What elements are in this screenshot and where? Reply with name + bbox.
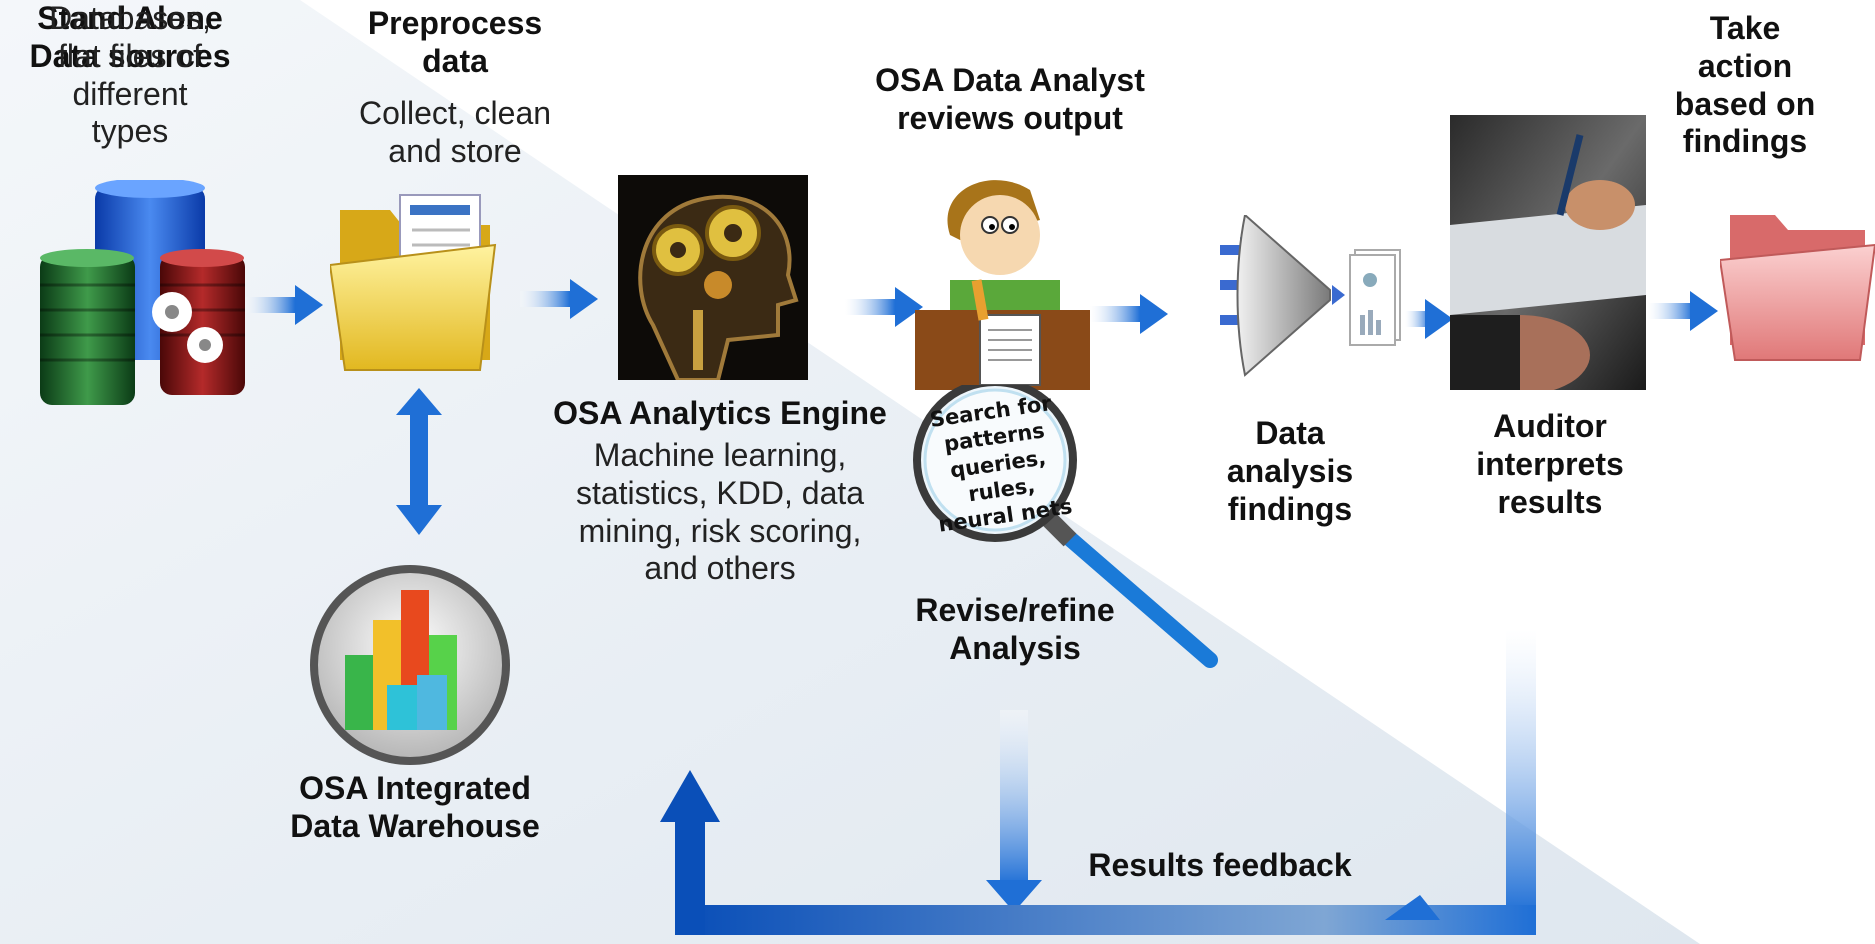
arrow-analyst-to-findings: [1090, 294, 1168, 334]
database-stack-icon: [40, 180, 245, 405]
data-warehouse-icon: [310, 565, 510, 765]
auditor-photo-icon: [1450, 115, 1646, 390]
findings-funnel-icon: [1220, 215, 1401, 377]
arrow-preprocess-warehouse-bidirectional: [396, 388, 442, 535]
arrow-preprocess-to-engine: [520, 279, 598, 319]
engine-title: OSA Analytics Engine: [553, 395, 887, 431]
magnifier-icon: [913, 385, 1218, 668]
pink-folder-icon: [1720, 215, 1875, 361]
arrow-sources-to-preprocess: [245, 285, 323, 325]
arrow-findings-to-auditor: [1405, 299, 1453, 339]
arrow-engine-to-analyst: [845, 287, 923, 327]
folder-icon: [330, 194, 497, 371]
feedback-label: Results feedback: [1088, 847, 1352, 883]
arrow-auditor-to-action: [1648, 291, 1718, 331]
feedback-loop-arrow: [660, 630, 1536, 935]
analyst-icon: [915, 180, 1090, 390]
brain-gears-icon: [618, 175, 808, 380]
